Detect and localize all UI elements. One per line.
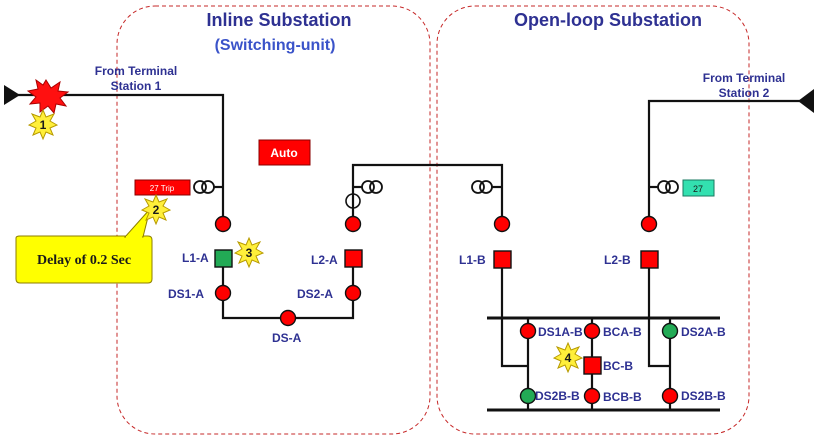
openloop-substation-title: Open-loop Substation	[514, 10, 702, 30]
l1-b-drop-line	[500, 260, 528, 368]
trip-27-relay-box	[134, 179, 191, 196]
ds2b-b-left-switch[interactable]	[519, 387, 537, 405]
bcb-b-label: BCB-B	[603, 390, 642, 404]
l2-b-breaker[interactable]	[640, 250, 659, 269]
l2-b-label: L2-B	[604, 253, 631, 267]
ds-a-label: DS-A	[272, 331, 302, 345]
l1-b-breaker[interactable]	[493, 250, 512, 269]
open-switch-icon	[345, 193, 361, 209]
ds-l1-a-top[interactable]	[214, 215, 232, 233]
ds-l1-b-top[interactable]	[493, 215, 511, 233]
terminal-2-arrow-icon	[798, 89, 814, 113]
delay-callout-box	[15, 235, 153, 284]
marker-star-1: 1	[27, 108, 59, 141]
svg-text:2: 2	[153, 203, 160, 217]
terminal-2-label-line1: From Terminal	[703, 71, 785, 85]
inline-loop-line	[221, 260, 355, 320]
fault-explosion-icon	[26, 78, 70, 115]
bca-b-switch[interactable]	[583, 322, 601, 340]
auto-relay-label: Auto	[270, 146, 297, 160]
relay-27-box	[682, 179, 715, 197]
inline-substation-subtitle: (Switching-unit)	[215, 37, 336, 54]
feeder-2-line	[647, 99, 805, 225]
terminal-1-label-line1: From Terminal	[95, 64, 177, 78]
ds2-a-label: DS2-A	[297, 287, 333, 301]
ds2b-b-right-switch[interactable]	[661, 387, 679, 405]
ct-l2-b-icon	[649, 180, 679, 194]
ds2-a-switch[interactable]	[344, 284, 362, 302]
ds-l2-b-top[interactable]	[640, 215, 658, 233]
l1-b-label: L1-B	[459, 253, 486, 267]
bca-b-label: BCA-B	[603, 325, 642, 339]
bc-b-breaker[interactable]	[583, 356, 602, 375]
l2-b-drop-line	[647, 260, 670, 368]
trip-27-relay-label: 27 Trip	[150, 184, 175, 193]
terminal-1-arrow-icon	[4, 85, 20, 105]
ds1-a-label: DS1-A	[168, 287, 204, 301]
marker-star-4: 4	[552, 341, 584, 374]
marker-star-3: 3	[233, 236, 265, 269]
marker-star-2: 2	[140, 193, 172, 226]
l2-a-breaker[interactable]	[344, 249, 363, 268]
feeder-1-line	[14, 93, 225, 225]
terminal-2-label-line2: Station 2	[719, 86, 770, 100]
terminal-1-label-line2: Station 1	[111, 79, 162, 93]
svg-text:4: 4	[565, 351, 572, 365]
inline-substation-zone	[116, 5, 431, 435]
svg-text:1: 1	[40, 118, 47, 132]
interconnect-line	[351, 163, 504, 225]
delay-callout-pointer	[123, 208, 151, 238]
ds-a-switch[interactable]	[279, 309, 297, 327]
l2-a-label: L2-A	[311, 253, 338, 267]
ds1a-b-label: DS1A-B	[538, 325, 583, 339]
svg-text:3: 3	[246, 246, 253, 260]
l1-a-label: L1-A	[182, 251, 209, 265]
ds1-a-switch[interactable]	[214, 284, 232, 302]
bcb-b-switch[interactable]	[583, 387, 601, 405]
openloop-substation-zone	[436, 5, 750, 435]
ds2b-b-right-label: DS2B-B	[681, 389, 726, 403]
delay-callout-text: Delay of 0.2 Sec	[37, 253, 131, 268]
ct-l1-b-icon	[471, 180, 502, 194]
ds2a-b-switch[interactable]	[661, 322, 679, 340]
l1-a-breaker[interactable]	[214, 249, 233, 268]
bc-b-label: BC-B	[603, 359, 633, 373]
ct-l1-a-icon	[193, 180, 223, 194]
ds2a-b-label: DS2A-B	[681, 325, 726, 339]
auto-relay-box	[258, 139, 311, 166]
inline-substation-title: Inline Substation	[206, 10, 351, 30]
ds2b-b-left-label: DS2B-B	[535, 389, 580, 403]
ds-l2-a-top[interactable]	[344, 215, 362, 233]
ct-l2-a-icon	[353, 180, 383, 194]
relay-27-label: 27	[693, 184, 703, 194]
ds1a-b-switch[interactable]	[519, 322, 537, 340]
